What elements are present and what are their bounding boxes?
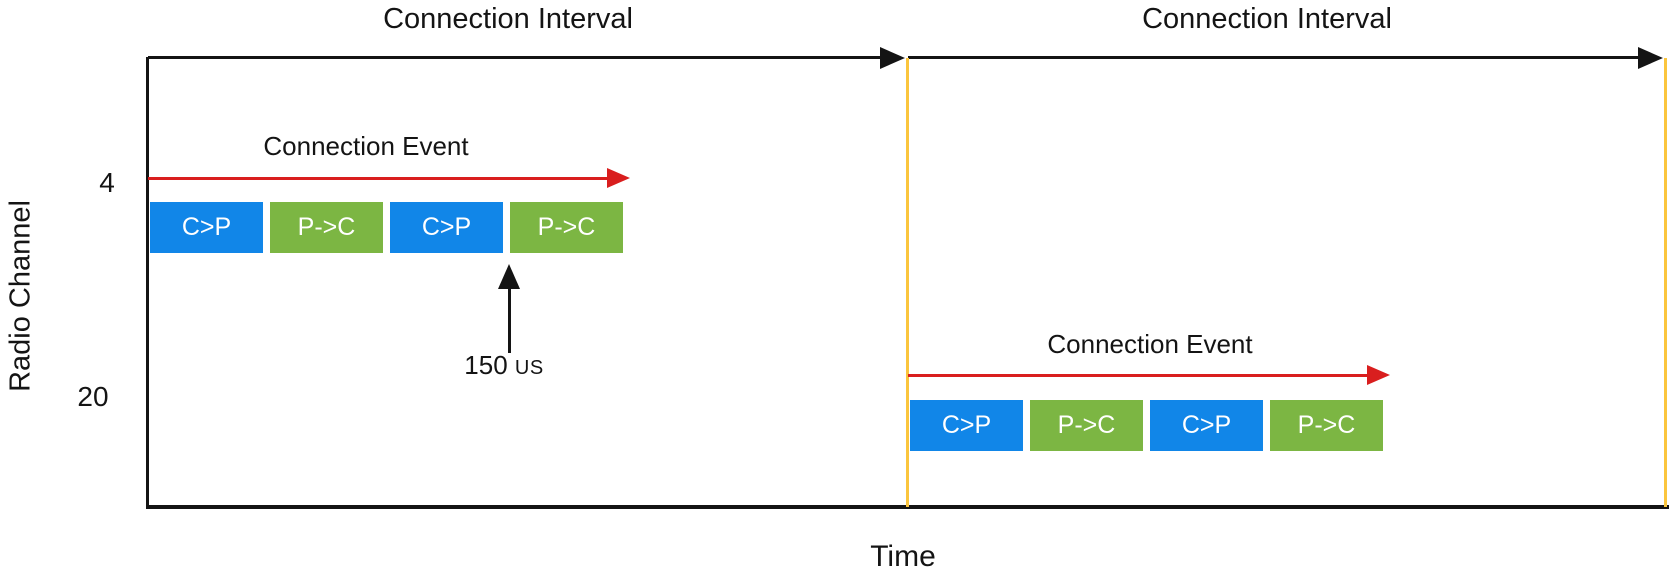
packet-box: P->C [1030, 400, 1143, 451]
arrowhead-right-icon [1367, 365, 1390, 385]
arrowhead-right-icon [607, 168, 630, 188]
ifs-arrow-line [508, 285, 511, 353]
interval-boundary-line-1 [906, 58, 909, 507]
connection-interval-label-1: Connection Interval [383, 3, 633, 35]
packet-box: C>P [910, 400, 1023, 451]
connection-event-label-2: Connection Event [1047, 329, 1253, 359]
y-tick-20: 20 [77, 381, 109, 412]
ifs-duration-label: 150 us [464, 350, 543, 381]
connection-interval-arrow-1 [148, 56, 884, 59]
connection-interval-arrow-2 [908, 56, 1640, 59]
arrowhead-right-icon [1638, 47, 1663, 69]
packet-box: C>P [390, 202, 503, 253]
connection-event-arrow-2 [908, 374, 1368, 377]
arrowhead-right-icon [880, 47, 905, 69]
connection-event-label-1: Connection Event [263, 131, 469, 161]
packet-box: P->C [510, 202, 623, 253]
packet-row-2: C>P P->C C>P P->C [910, 400, 1383, 451]
packet-box: P->C [270, 202, 383, 253]
ifs-duration-value: 150 [464, 350, 508, 380]
interval-boundary-line-2 [1664, 58, 1667, 507]
x-axis-title: Time [870, 540, 936, 573]
arrowhead-up-icon [498, 264, 520, 289]
x-axis-line [146, 505, 1669, 509]
y-axis-title: Radio Channel [4, 200, 37, 392]
connection-interval-label-2: Connection Interval [1142, 3, 1392, 35]
y-tick-4: 4 [99, 167, 115, 198]
packet-box: C>P [1150, 400, 1263, 451]
packet-box: C>P [150, 202, 263, 253]
packet-row-1: C>P P->C C>P P->C [150, 202, 623, 253]
packet-box: P->C [1270, 400, 1383, 451]
ifs-duration-unit: us [514, 357, 544, 379]
connection-event-arrow-1 [148, 177, 608, 180]
y-axis-line [146, 57, 149, 508]
